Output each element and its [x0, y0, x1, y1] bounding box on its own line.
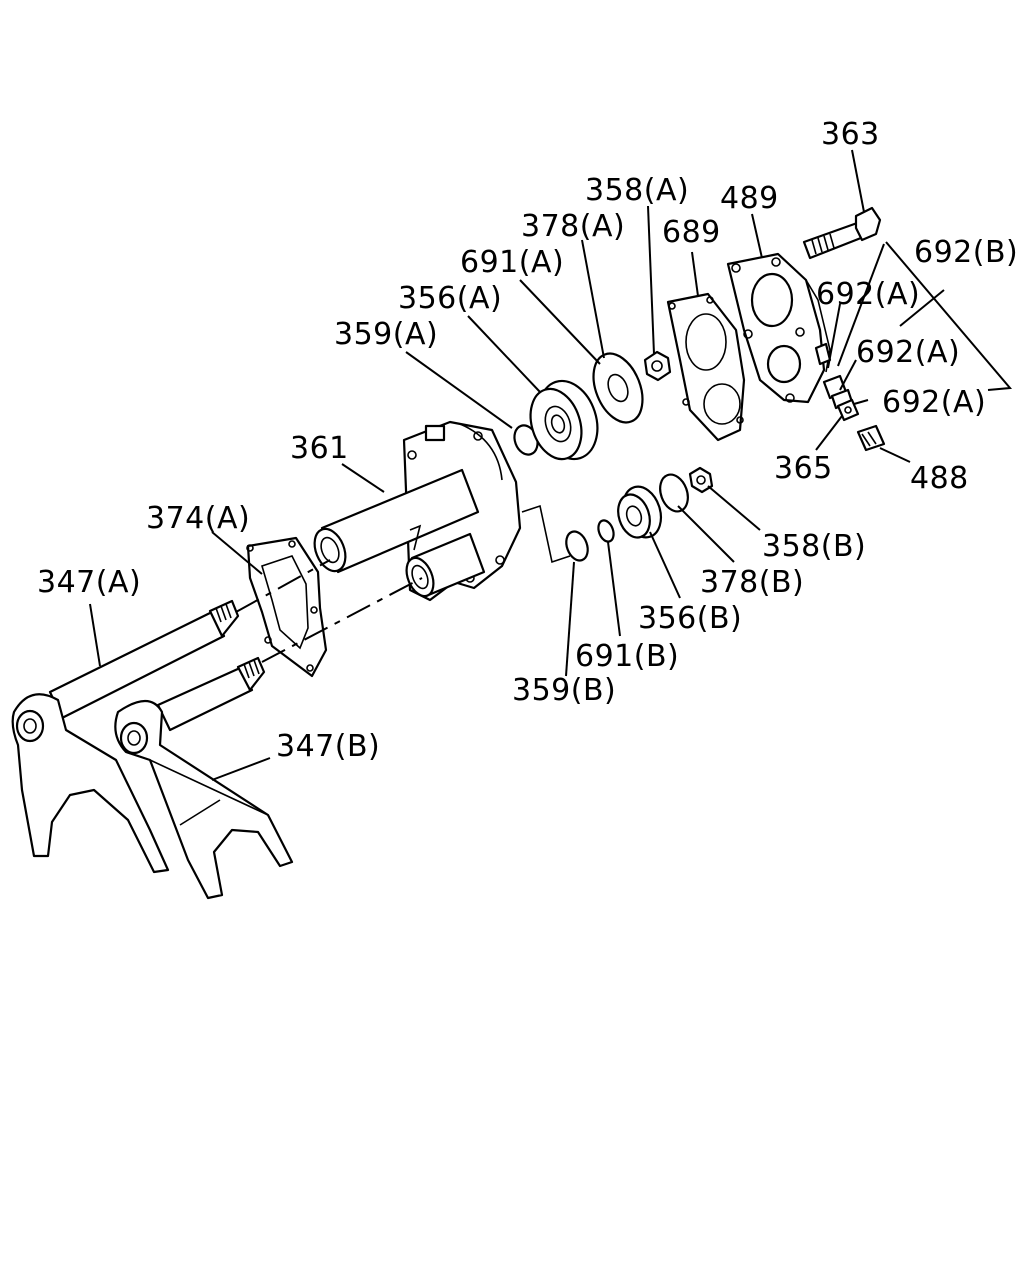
callout-692a-3: 692(A) [882, 385, 986, 420]
callout-356b: 356(B) [638, 601, 742, 636]
callout-378a: 378(A) [521, 209, 625, 244]
callout-692a-1: 692(A) [816, 277, 920, 312]
callout-365: 365 [774, 451, 833, 486]
callout-378b: 378(B) [700, 565, 804, 600]
o-ring-378b [659, 473, 689, 513]
cylinder-housing-361 [313, 420, 522, 602]
nut-358a [643, 350, 672, 382]
callout-363: 363 [821, 117, 880, 152]
fitting-488 [856, 424, 886, 452]
shift-rod-347a [11, 599, 240, 874]
piston-356b [617, 485, 663, 539]
fitting-692a [822, 374, 854, 410]
callout-361: 361 [290, 431, 349, 466]
callout-692b: 692(B) [914, 235, 1018, 270]
cover-489 [726, 252, 832, 404]
callout-347a: 347(A) [37, 565, 141, 600]
callout-356a: 356(A) [398, 281, 502, 316]
fitting-365 [836, 398, 860, 422]
gasket-689 [666, 292, 746, 442]
callout-488: 488 [910, 461, 969, 496]
assembly-centerlines [235, 504, 571, 663]
callout-359a: 359(A) [334, 317, 438, 352]
washer-691b [597, 519, 615, 543]
piston-356a [529, 379, 599, 461]
nut-358b [688, 466, 714, 494]
callout-374a: 374(A) [146, 501, 250, 536]
bolt-363 [802, 206, 882, 260]
shift-rod-347b [114, 656, 294, 900]
gasket-374a [246, 536, 328, 678]
callout-692a-2: 692(A) [856, 335, 960, 370]
callout-347b: 347(B) [276, 729, 380, 764]
callout-358a: 358(A) [585, 173, 689, 208]
callout-359b: 359(B) [512, 673, 616, 708]
callout-labels: 363 358(A) 489 378(A) 689 692(B) 691(A) … [37, 117, 1018, 764]
leader-lines [89, 149, 1013, 781]
callout-489: 489 [720, 181, 779, 216]
washer-691a [592, 352, 644, 424]
callout-689: 689 [662, 215, 721, 250]
callout-358b: 358(B) [762, 529, 866, 564]
callout-691a: 691(A) [460, 245, 564, 280]
o-ring-359b [565, 530, 589, 562]
callout-691b: 691(B) [575, 639, 679, 674]
